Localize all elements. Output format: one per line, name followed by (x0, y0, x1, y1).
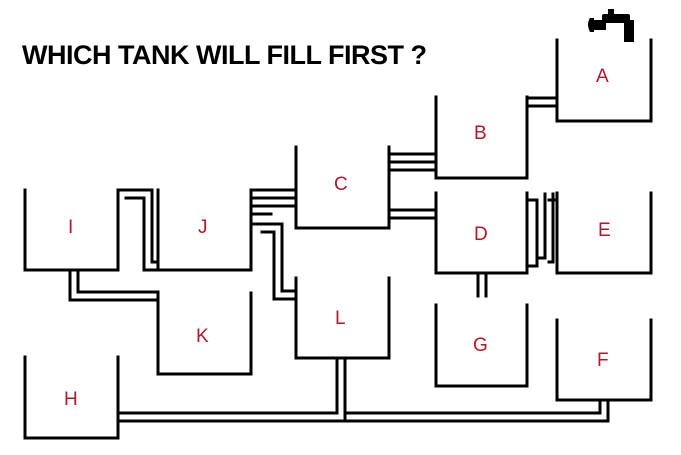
pipe-f-bottom-inner (343, 398, 610, 423)
pipe-d-to-e-outer (525, 198, 539, 268)
pipe-d-to-e-inner (536, 192, 547, 260)
tank-label-d: D (474, 224, 488, 245)
tank-label-a: A (596, 66, 609, 87)
pipe-j-to-i-inner (124, 196, 160, 272)
tank-f (555, 318, 653, 402)
pipe-f-bottom-outer (343, 398, 602, 415)
tank-label-k: K (196, 326, 209, 347)
tank-b (434, 95, 529, 180)
pipe-c-to-l-inner (260, 230, 298, 301)
tank-j (156, 188, 253, 272)
tank-label-i: I (68, 217, 73, 238)
tank-label-g: G (473, 335, 488, 356)
tank-label-f: F (597, 350, 609, 371)
tank-d (434, 191, 529, 275)
tank-label-e: E (598, 220, 611, 241)
pipe-j-to-i-outer (116, 188, 160, 264)
faucet-icon (588, 9, 634, 42)
tank-label-l: L (335, 308, 346, 329)
tank-label-h: H (64, 389, 78, 410)
pipe-l-bottom-outer (116, 356, 339, 415)
tank-label-j: J (198, 217, 208, 238)
tank-c (294, 145, 391, 230)
tank-l (294, 276, 391, 360)
tank-h (23, 355, 120, 440)
tank-label-b: B (474, 123, 487, 144)
tank-g (434, 303, 529, 388)
tank-label-c: C (334, 174, 348, 195)
pipe-i-to-k-inner (76, 268, 160, 294)
puzzle-question: WHICH TANK WILL FILL FIRST ? (22, 40, 427, 70)
pipe-c-to-l-outer (249, 222, 298, 293)
tank-e (555, 191, 653, 275)
tank-k (156, 291, 253, 376)
tank-a (555, 38, 653, 123)
pipe-d-to-e-y (547, 192, 555, 264)
pipe-i-to-k-outer (68, 268, 160, 302)
